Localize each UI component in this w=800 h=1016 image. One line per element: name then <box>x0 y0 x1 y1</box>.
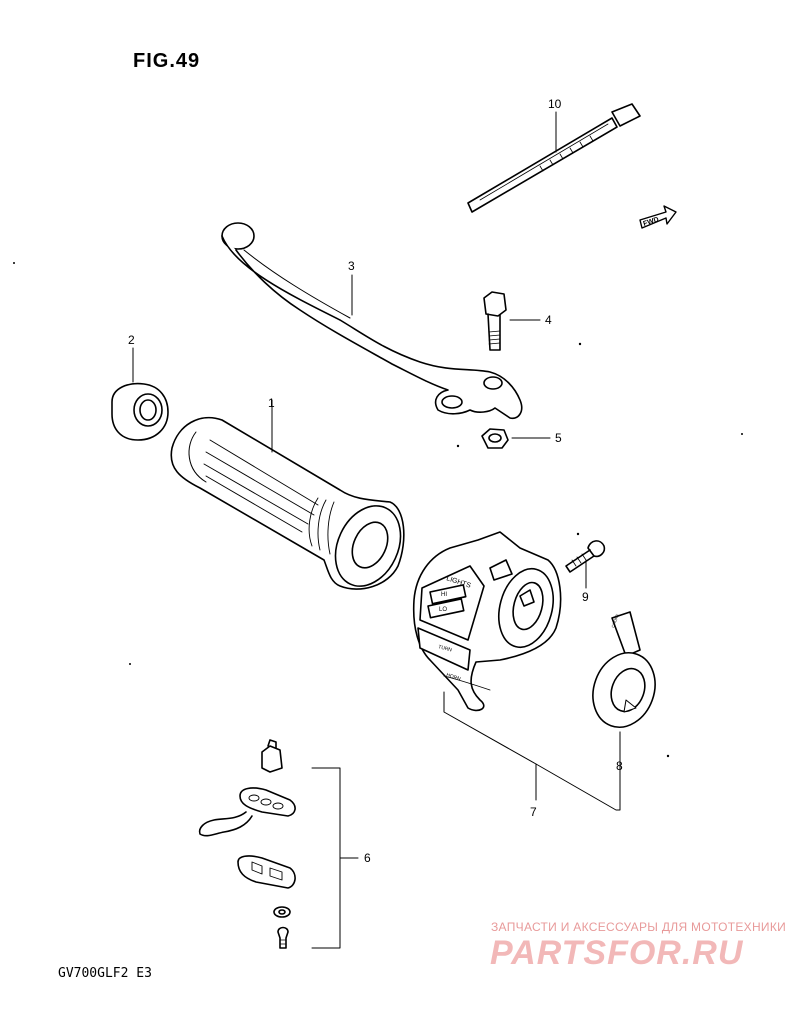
connector-set-drawing <box>198 739 296 949</box>
grip-end-drawing <box>111 347 169 441</box>
switch-label-horn: HORN <box>445 672 461 682</box>
switch-label-turn: TURN <box>437 644 452 653</box>
callout-2: 2 <box>128 333 135 347</box>
figure-title: FIG.49 <box>133 50 201 72</box>
nut-drawing <box>481 428 551 449</box>
switch-label-lo: LO <box>439 607 447 613</box>
watermark-tagline: ЗАПЧАСТИ И АКСЕССУАРЫ ДЛЯ МОТОТЕХНИКИ <box>491 920 787 934</box>
callout-9: 9 <box>582 590 589 604</box>
callout-6: 6 <box>364 851 371 865</box>
callout-5: 5 <box>555 431 562 445</box>
switch-housing-drawing <box>412 531 562 712</box>
switch-label-hi: HI <box>441 592 447 598</box>
bolt-drawing <box>483 291 541 351</box>
choke-label: CHOKE <box>610 613 620 628</box>
fwd-label: FWD <box>642 216 659 228</box>
callout-8: 8 <box>616 759 623 773</box>
fwd-arrow <box>639 205 677 229</box>
clutch-lever-drawing <box>221 222 523 420</box>
screw-drawing <box>565 540 606 589</box>
callout-1: 1 <box>268 396 275 410</box>
callout-4: 4 <box>545 313 552 327</box>
assembly-bracket-7 <box>443 691 621 811</box>
choke-lever-drawing <box>592 611 656 728</box>
cable-tie-drawing <box>467 103 641 213</box>
assembly-bracket-6 <box>311 767 359 949</box>
model-code: GV700GLF2 E3 <box>58 966 152 981</box>
handlebar-grip-drawing <box>170 399 405 590</box>
callout-7: 7 <box>530 805 537 819</box>
scan-specks <box>13 262 743 758</box>
callout-3: 3 <box>348 259 355 273</box>
watermark-logo: PARTSFOR.RU <box>490 934 744 972</box>
callout-10: 10 <box>548 97 562 111</box>
